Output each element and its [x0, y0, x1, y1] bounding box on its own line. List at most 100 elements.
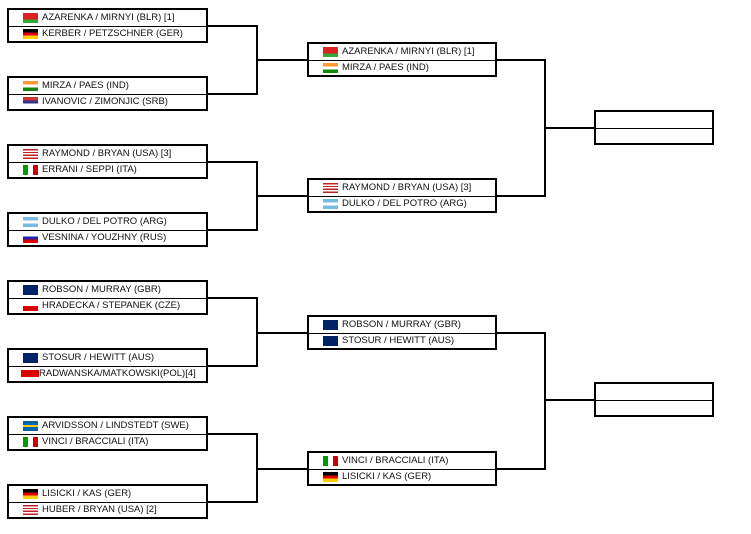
- team-slot[interactable]: VINCI / BRACCIALI (ITA): [9, 433, 206, 450]
- flag-ita-icon: [23, 164, 38, 175]
- team-name: RADWANSKA/MATKOWSKI(POL)[4]: [39, 368, 196, 380]
- team-slot[interactable]: ARVIDSSON / LINDSTEDT (SWE): [9, 418, 206, 434]
- connector-line: [207, 501, 258, 503]
- flag-ita-icon: [323, 455, 338, 466]
- connector-line: [207, 365, 258, 367]
- team-slot[interactable]: AZARENKA / MIRNYI (BLR) [1]: [309, 44, 495, 60]
- team-name: ERRANI / SEPPI (ITA): [42, 164, 137, 176]
- team-name: MIRZA / PAES (IND): [342, 62, 429, 74]
- flag-gbr-icon: [323, 319, 338, 330]
- connector-line: [256, 468, 307, 470]
- connector-line: [207, 433, 258, 435]
- team-name: VINCI / BRACCIALI (ITA): [42, 436, 149, 448]
- team-slot[interactable]: RAYMOND / BRYAN (USA) [3]: [309, 180, 495, 196]
- match-box: ROBSON / MURRAY (GBR)STOSUR / HEWITT (AU…: [307, 315, 497, 350]
- team-slot[interactable]: HUBER / BRYAN (USA) [2]: [9, 501, 206, 518]
- team-name: LISICKI / KAS (GER): [42, 488, 132, 500]
- connector-line: [256, 195, 307, 197]
- team-slot[interactable]: VESNINA / YOUZHNY (RUS): [9, 229, 206, 246]
- team-name: HUBER / BRYAN (USA) [2]: [42, 504, 157, 516]
- team-slot[interactable]: IVANOVIC / ZIMONJIC (SRB): [9, 93, 206, 110]
- match-box: AZARENKA / MIRNYI (BLR) [1] MIRZA / PAES …: [307, 42, 497, 77]
- team-name: KERBER / PETZSCHNER (GER): [42, 28, 183, 40]
- match-box: RAYMOND / BRYAN (USA) [3] DULKO / DEL POT…: [307, 178, 497, 213]
- team-slot[interactable]: MIRZA / PAES (IND): [9, 78, 206, 94]
- match-box: MIRZA / PAES (IND) IVANOVIC / ZIMONJIC (S…: [7, 76, 208, 111]
- team-slot[interactable]: STOSUR / HEWITT (AUS): [9, 350, 206, 366]
- team-slot[interactable]: KERBER / PETZSCHNER (GER): [9, 25, 206, 42]
- team-slot[interactable]: DULKO / DEL POTRO (ARG): [9, 214, 206, 230]
- match-box: RAYMOND / BRYAN (USA) [3] ERRANI / SEPPI …: [7, 144, 208, 179]
- team-name: MIRZA / PAES (IND): [42, 80, 129, 92]
- connector-line: [207, 25, 258, 27]
- team-name: AZARENKA / MIRNYI (BLR) [1]: [342, 46, 475, 58]
- team-slot[interactable]: RAYMOND / BRYAN (USA) [3]: [9, 146, 206, 162]
- team-slot[interactable]: [596, 399, 712, 416]
- team-name: RAYMOND / BRYAN (USA) [3]: [42, 148, 172, 160]
- team-slot[interactable]: [596, 112, 712, 128]
- match-box: LISICKI / KAS (GER) HUBER / BRYAN (USA) […: [7, 484, 208, 519]
- flag-usa-icon: [323, 182, 338, 193]
- team-name: ROBSON / MURRAY (GBR): [42, 284, 161, 296]
- connector-line: [544, 399, 594, 401]
- flag-ind-icon: [323, 62, 338, 73]
- flag-usa-icon: [23, 504, 38, 515]
- team-slot[interactable]: VINCI / BRACCIALI (ITA): [309, 453, 495, 469]
- connector-line: [544, 332, 546, 470]
- match-box: STOSUR / HEWITT (AUS) RADWANSKA/MATKOWSKI…: [7, 348, 208, 383]
- match-box: DULKO / DEL POTRO (ARG) VESNINA / YOUZHNY…: [7, 212, 208, 247]
- team-name: DULKO / DEL POTRO (ARG): [42, 216, 167, 228]
- team-slot[interactable]: AZARENKA / MIRNYI (BLR) [1]: [9, 10, 206, 26]
- team-name: VESNINA / YOUZHNY (RUS): [42, 232, 167, 244]
- team-slot[interactable]: RADWANSKA/MATKOWSKI(POL)[4]: [9, 365, 206, 382]
- team-name: RAYMOND / BRYAN (USA) [3]: [342, 182, 472, 194]
- connector-line: [207, 297, 258, 299]
- team-slot[interactable]: ROBSON / MURRAY (GBR): [9, 282, 206, 298]
- flag-arg-icon: [23, 216, 38, 227]
- flag-ita-icon: [23, 436, 38, 447]
- connector-line: [496, 468, 546, 470]
- flag-aus-icon: [323, 335, 338, 346]
- flag-pol-icon: [21, 370, 39, 378]
- team-name: IVANOVIC / ZIMONJIC (SRB): [42, 96, 168, 108]
- match-box: [594, 110, 714, 145]
- flag-ger-icon: [323, 471, 338, 482]
- team-slot[interactable]: [596, 127, 712, 144]
- connector-line: [207, 229, 258, 231]
- flag-rus-icon: [23, 232, 38, 243]
- team-slot[interactable]: DULKO / DEL POTRO (ARG): [309, 195, 495, 212]
- match-box: AZARENKA / MIRNYI (BLR) [1] KERBER / PETZ…: [7, 8, 208, 43]
- match-box: ARVIDSSON / LINDSTEDT (SWE) VINCI / BRACC…: [7, 416, 208, 451]
- connector-line: [207, 161, 258, 163]
- team-slot[interactable]: MIRZA / PAES (IND): [309, 59, 495, 76]
- connector-line: [207, 93, 258, 95]
- team-name: LISICKI / KAS (GER): [342, 471, 432, 483]
- connector-line: [544, 127, 594, 129]
- flag-usa-icon: [23, 148, 38, 159]
- flag-aus-icon: [23, 352, 38, 363]
- flag-ger-icon: [23, 488, 38, 499]
- team-slot[interactable]: HRADECKA / STEPANEK (CZE): [9, 297, 206, 314]
- team-slot[interactable]: STOSUR / HEWITT (AUS): [309, 332, 495, 349]
- connector-line: [256, 332, 307, 334]
- team-slot[interactable]: ERRANI / SEPPI (ITA): [9, 161, 206, 178]
- team-slot[interactable]: LISICKI / KAS (GER): [9, 486, 206, 502]
- connector-line: [496, 332, 546, 334]
- flag-gbr-icon: [23, 284, 38, 295]
- flag-blr-icon: [323, 46, 338, 57]
- team-name: DULKO / DEL POTRO (ARG): [342, 198, 467, 210]
- flag-cze-icon: [23, 300, 38, 311]
- flag-swe-icon: [23, 420, 38, 431]
- connector-line: [256, 59, 307, 61]
- flag-arg-icon: [323, 198, 338, 209]
- team-slot[interactable]: [596, 384, 712, 400]
- flag-srb-icon: [23, 96, 38, 107]
- team-name: VINCI / BRACCIALI (ITA): [342, 455, 449, 467]
- team-name: HRADECKA / STEPANEK (CZE): [42, 300, 181, 312]
- team-slot[interactable]: LISICKI / KAS (GER): [309, 468, 495, 485]
- connector-line: [496, 59, 546, 61]
- match-box: ROBSON / MURRAY (GBR) HRADECKA / STEPANEK…: [7, 280, 208, 315]
- match-box: VINCI / BRACCIALI (ITA) LISICKI / KAS (GE…: [307, 451, 497, 486]
- team-slot[interactable]: ROBSON / MURRAY (GBR): [309, 317, 495, 333]
- flag-ger-icon: [23, 28, 38, 39]
